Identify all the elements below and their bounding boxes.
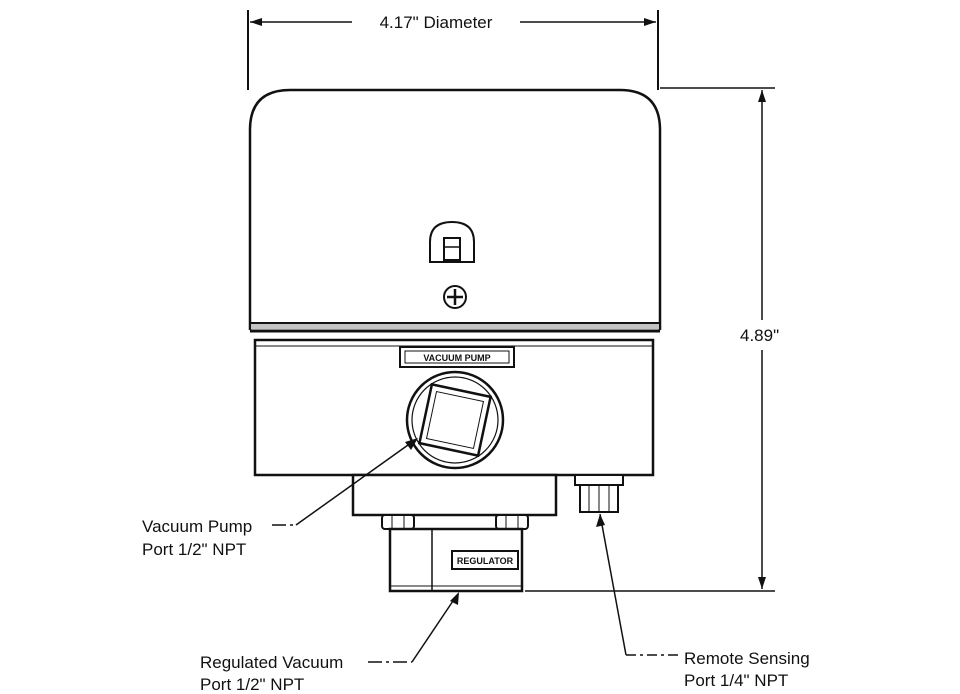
arrow-down-icon <box>758 577 766 589</box>
regulated-vacuum-label-line1: Regulated Vacuum <box>200 653 343 672</box>
height-dimension: 4.89" <box>525 87 779 592</box>
vacuum-pump-tag: VACUUM PUMP <box>423 353 490 363</box>
regulated-vacuum-leader <box>368 592 459 663</box>
vacuum-pump-leader <box>272 438 418 526</box>
remote-sensing-leader <box>596 513 682 656</box>
vacuum-pump-nameplate: VACUUM PUMP <box>399 346 515 368</box>
screw-icon <box>443 285 467 309</box>
regulator-block: REGULATOR <box>388 527 524 593</box>
width-label: 4.17" Diameter <box>380 13 493 32</box>
arrow-up-icon <box>758 90 766 102</box>
bolt-right-icon <box>495 514 529 530</box>
adjustment-knob-icon <box>429 220 475 263</box>
remote-sensing-label-line2: Port 1/4" NPT <box>684 671 788 690</box>
vacuum-pump-label-line2: Port 1/2" NPT <box>142 540 246 559</box>
width-dimension: 4.17" Diameter <box>247 10 659 90</box>
height-label: 4.89" <box>740 326 779 345</box>
bolt-left-icon <box>381 514 415 530</box>
regulated-vacuum-label-line2: Port 1/2" NPT <box>200 675 304 694</box>
remote-sensing-label-line1: Remote Sensing <box>684 649 810 668</box>
vacuum-pump-port-icon <box>405 370 505 470</box>
base-flange <box>351 473 558 517</box>
dome-housing <box>248 88 662 333</box>
arrow-icon <box>450 592 459 605</box>
arrow-right-icon <box>644 18 656 26</box>
arrow-icon <box>596 514 605 527</box>
regulator-tag: REGULATOR <box>457 556 514 566</box>
arrow-icon <box>405 438 418 450</box>
vacuum-pump-label-line1: Vacuum Pump <box>142 517 252 536</box>
remote-sensing-fitting-icon <box>574 474 624 513</box>
arrow-left-icon <box>250 18 262 26</box>
